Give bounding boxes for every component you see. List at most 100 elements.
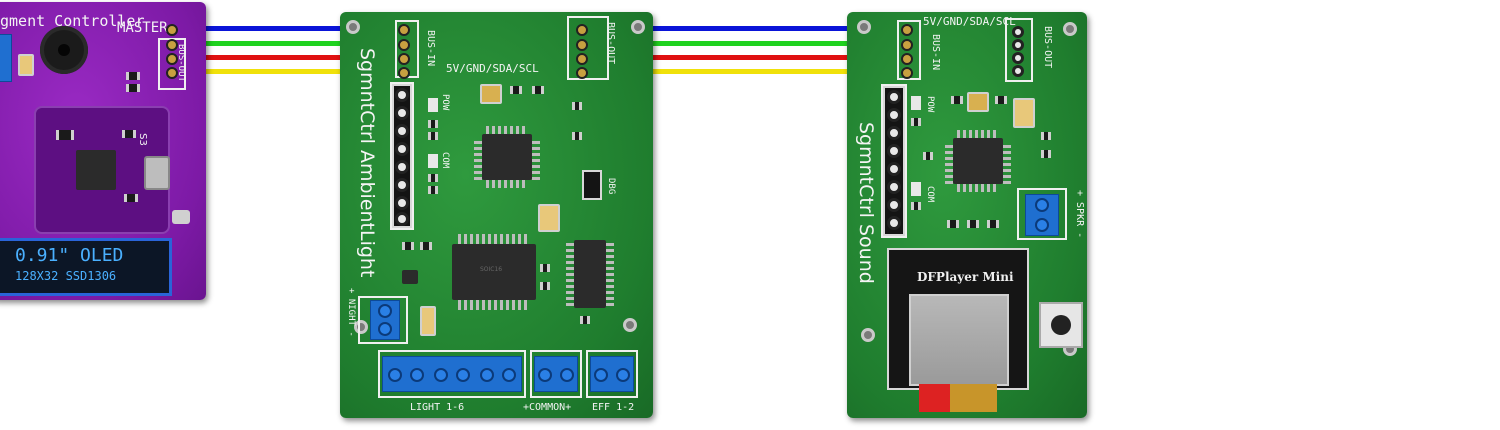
sound-mcu-legs-left [945,142,953,184]
ambient-common-label: +COMMON+ [523,402,572,413]
ambient-hole-bl [354,320,368,334]
ambient-tantalum-2 [420,306,436,336]
sound-bus-out-outline [1005,18,1033,82]
ambient-light-outline [378,350,526,398]
sound-bus-out-pin-4 [1012,65,1024,77]
sound-sensor [967,92,989,112]
sound-part-c [1041,132,1051,140]
controller-cap [18,54,34,76]
sound-spkr-label: + SPKR - [1074,190,1085,239]
ambient-io-pin-3 [395,124,409,138]
controller-resistor-2 [126,84,140,92]
controller-board: gment Controller MASTER BUS-OUT S3 0.91"… [0,2,206,300]
sound-res-pow [911,118,921,126]
sound-hole-bl [861,328,875,342]
oled-line-2: 128X32 SSD1306 [15,269,117,283]
controller-resistor-1 [126,72,140,80]
sound-io-outline [881,84,907,238]
sound-part-b [995,96,1007,104]
controller-bus-out-label: BUS-OUT [176,44,186,82]
sound-part-d [1041,150,1051,158]
ambient-soic-label: SOIC16 [480,266,503,273]
sound-io-pin-6 [887,180,901,194]
wire-gnd-2 [580,41,910,46]
ambient-light-screw-6 [502,368,516,382]
sound-io-pin-4 [887,144,901,158]
sound-bus-in-pin-1 [901,24,913,36]
ambient-dbg-header [582,170,602,200]
mcu-part-2 [122,130,136,138]
ambient-dbg-label: DBG [606,178,616,195]
ambient-part-g [540,264,550,272]
mcu-module: S3 [34,106,170,234]
wire-sda-2 [580,55,910,60]
ambient-pow-label: POW [440,94,450,111]
wire-scl-2 [580,69,910,74]
sound-bus-in-pin-3 [901,53,913,65]
sound-bus-out-pin-2 [1012,39,1024,51]
ambient-night-label: + NIGHT - [346,288,356,337]
ambient-eff-screw-1 [594,368,608,382]
mcu-part-1 [56,130,74,140]
wire-scl-1 [172,69,404,74]
sound-bus-in-outline [897,20,921,80]
ambient-common-screw-2 [560,368,574,382]
ambient-io-pin-7 [395,196,409,210]
sound-io-pin-8 [887,216,901,230]
sound-spkr-outline [1017,188,1067,240]
ambient-light-screw-4 [456,368,470,382]
ambient-soic-legs-bottom [458,300,530,310]
ambient-part-a [510,86,522,94]
ambient-part-i [580,316,590,324]
sound-bus-in-label: BUS-IN [930,34,941,71]
ambient-bus-in-pin-3 [398,53,410,65]
sound-bus-out-pin-3 [1012,52,1024,64]
sound-part-f [947,220,959,228]
controller-pin-vcc [166,24,178,36]
ambient-bus-in-pin-1 [398,24,410,36]
ambient-light-screw-1 [388,368,402,382]
sound-mcu-legs-top [957,130,999,138]
dfplayer-label: DFPlayer Mini [917,270,1014,284]
ambient-bus-out-outline [567,16,609,80]
ambient-soic-chip: SOIC16 [452,244,536,300]
ambient-res-com-2 [428,186,438,194]
ambient-res-pow-1 [428,120,438,128]
push-button [1039,302,1083,348]
ambient-bus-in-pin-4 [398,67,410,79]
sound-led-pow [911,96,921,110]
ambient-com-label: COM [440,152,450,169]
sound-hole-tr [1063,22,1077,36]
sound-io-pin-1 [887,90,901,104]
ambient-night-screw-1 [378,304,392,318]
mcu-part-3 [124,194,138,202]
ambient-bus-out-pin-1 [576,24,588,36]
ambient-io-pin-6 [395,178,409,192]
ambient-night-screw-2 [378,322,392,336]
wire-gnd-1 [172,41,404,46]
ambient-eff-label: EFF 1-2 [592,402,635,413]
sound-bus-out-label: BUS-OUT [1042,26,1053,69]
wire-sda-1 [172,55,404,60]
sound-spkr-screw-1 [1035,198,1049,212]
sound-io-header [883,86,905,236]
ambient-res-pow-2 [428,132,438,140]
ambient-light-screw-3 [434,368,448,382]
sound-part-e [923,152,933,160]
ambient-bus-pinout: 5V/GND/SDA/SCL [446,62,539,75]
wire-vcc-2 [580,26,910,31]
ambient-part-c [572,102,582,110]
sound-part-h [987,220,999,228]
ambient-eff-screw-2 [616,368,630,382]
ambient-io-pin-5 [395,160,409,174]
sound-hole-tl [857,20,871,34]
sound-mcu-legs-right [1003,142,1011,184]
ambient-light-label: LIGHT 1-6 [410,402,465,413]
sound-bus-out-pin-1 [1012,26,1024,38]
ambient-bus-in-pin-2 [398,39,410,51]
ambient-part-b [532,86,544,94]
reset-button [172,210,190,224]
controller-pin-gnd [166,39,178,51]
sound-io-pin-5 [887,162,901,176]
sound-bus-in-pin-2 [901,39,913,51]
